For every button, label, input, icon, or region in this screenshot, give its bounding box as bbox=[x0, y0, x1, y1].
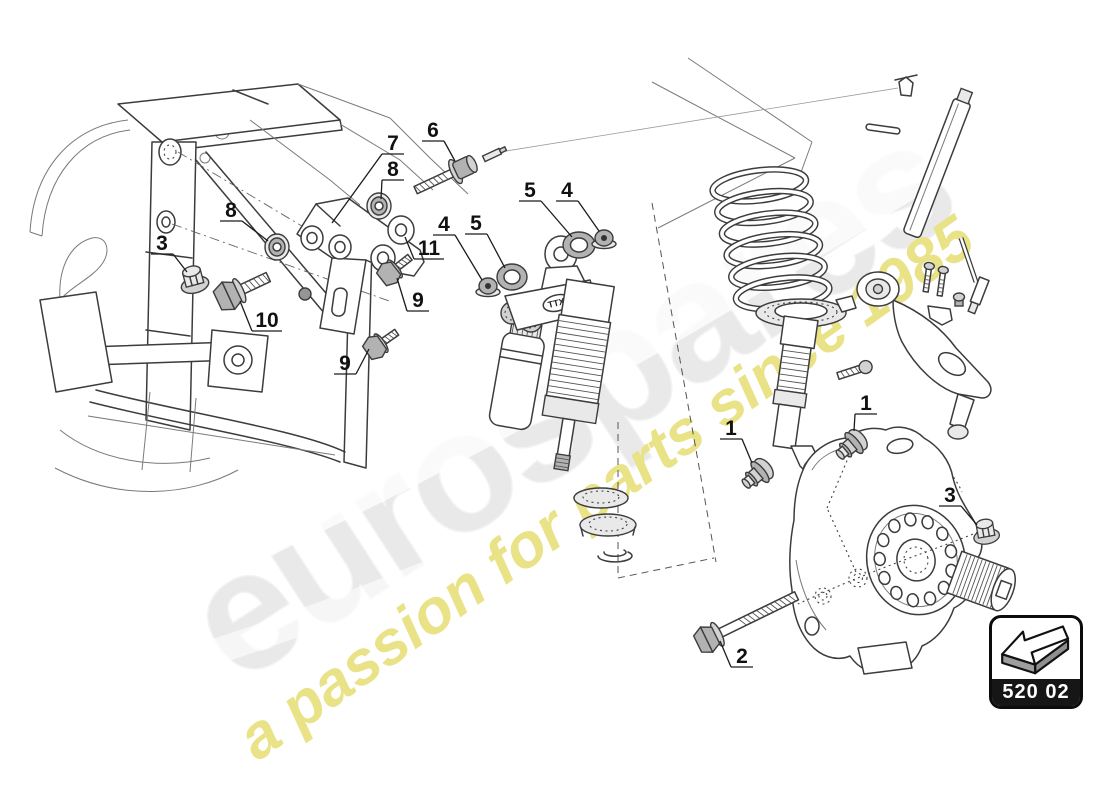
direction-arrow-icon bbox=[992, 618, 1080, 679]
svg-text:10: 10 bbox=[255, 309, 278, 332]
callout-8: 8 bbox=[220, 199, 269, 242]
svg-text:5: 5 bbox=[524, 179, 536, 202]
svg-text:3: 3 bbox=[944, 484, 956, 507]
svg-text:3: 3 bbox=[156, 232, 168, 255]
callout-1: 1 bbox=[720, 417, 753, 464]
svg-text:8: 8 bbox=[225, 199, 237, 222]
svg-text:9: 9 bbox=[339, 352, 351, 375]
bolt-9-upper bbox=[375, 253, 413, 287]
callout-3: 3 bbox=[939, 484, 978, 526]
part-group-code: 520 02 bbox=[992, 679, 1080, 706]
callout-3: 3 bbox=[151, 232, 188, 273]
watermark-swoosh-2 bbox=[0, 171, 1100, 725]
svg-text:11: 11 bbox=[418, 237, 441, 260]
pin-6 bbox=[481, 145, 508, 163]
flanged-nut-3-right bbox=[973, 518, 1001, 545]
callout-10: 10 bbox=[239, 300, 282, 332]
callout-8: 8 bbox=[380, 158, 404, 200]
callout-9: 9 bbox=[334, 348, 370, 375]
pushrod-damper bbox=[865, 74, 990, 326]
svg-text:4: 4 bbox=[438, 213, 450, 236]
washer-5-right bbox=[562, 231, 596, 259]
coil-spring bbox=[709, 166, 833, 313]
callout-4: 4 bbox=[556, 179, 600, 232]
part-group-badge: 520 02 bbox=[989, 615, 1083, 709]
callout-5: 5 bbox=[465, 212, 506, 269]
shock-absorber: TTX bbox=[488, 235, 637, 563]
wishbone bbox=[856, 271, 992, 507]
plug-1-left bbox=[741, 457, 774, 489]
strut-lower bbox=[755, 295, 873, 488]
callout-11: 11 bbox=[404, 236, 444, 260]
svg-text:6: 6 bbox=[427, 119, 439, 142]
callout-5: 5 bbox=[519, 179, 573, 238]
callout-6: 6 bbox=[422, 119, 456, 162]
svg-text:1: 1 bbox=[860, 392, 872, 415]
bolt-10 bbox=[212, 271, 272, 311]
shock-brand-label: TTX bbox=[547, 296, 566, 310]
svg-text:2: 2 bbox=[736, 645, 748, 668]
callout-7: 7 bbox=[331, 132, 404, 224]
svg-text:5: 5 bbox=[470, 212, 482, 235]
callout-4: 4 bbox=[433, 213, 483, 281]
svg-text:8: 8 bbox=[387, 158, 399, 181]
flanged-nut-3-left bbox=[180, 265, 210, 295]
bushing-4-right bbox=[591, 229, 617, 250]
bolt-9-lower bbox=[361, 328, 400, 361]
bushing-8-top bbox=[366, 192, 392, 220]
svg-text:4: 4 bbox=[561, 179, 573, 202]
plug-1-right bbox=[835, 428, 868, 460]
washer-5-left bbox=[496, 263, 528, 291]
svg-text:7: 7 bbox=[387, 132, 399, 155]
callout-9: 9 bbox=[396, 277, 429, 312]
wheel-hub-knuckle bbox=[789, 426, 1017, 675]
washer-11 bbox=[387, 215, 415, 245]
bushing-4-left bbox=[475, 277, 501, 298]
svg-text:1: 1 bbox=[725, 417, 737, 440]
bolt-2 bbox=[692, 590, 800, 653]
callout-2: 2 bbox=[719, 640, 753, 668]
callout-1: 1 bbox=[853, 392, 877, 432]
bushing-8-left bbox=[264, 233, 290, 261]
bolt-6 bbox=[413, 154, 478, 195]
svg-text:9: 9 bbox=[412, 289, 424, 312]
